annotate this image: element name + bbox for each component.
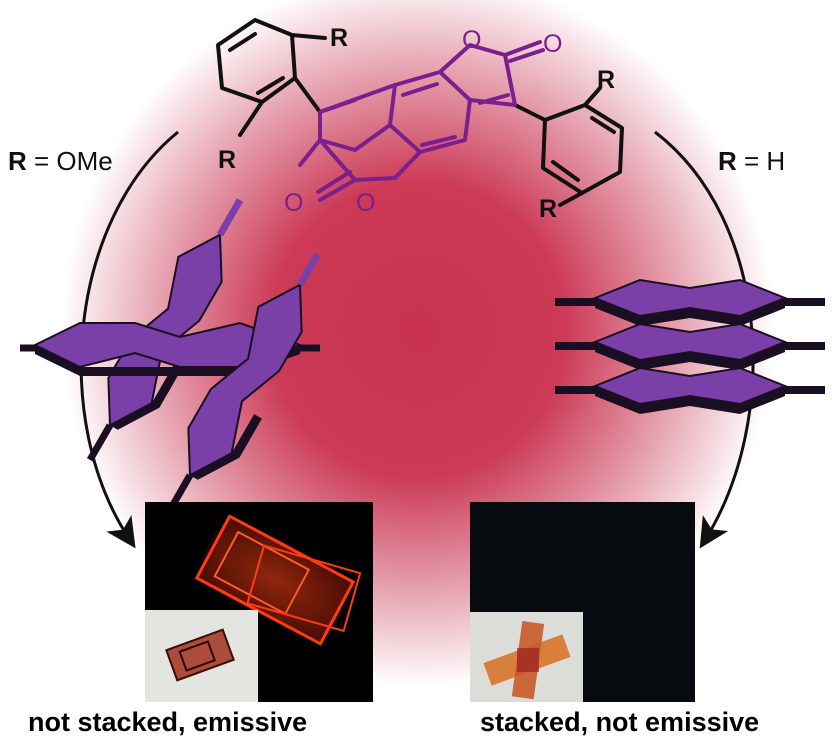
- left-crystal-plate-1: [194, 514, 356, 646]
- right-condition-value: = H: [744, 146, 786, 176]
- left-caption: not stacked, emissive: [28, 707, 308, 737]
- left-slab-3: [187, 283, 303, 477]
- right-condition-symbol: R: [718, 146, 737, 176]
- left-condition-label: R = OMe: [8, 146, 113, 177]
- left-slab-assembly: [20, 198, 321, 508]
- right-crystal-photo: [470, 502, 695, 702]
- right-caption: stacked, not emissive: [480, 707, 760, 737]
- atom-label-o-carbonyl-top: O: [543, 30, 562, 58]
- right-arrow: [654, 130, 755, 549]
- atom-label-r-bottom-right: R: [539, 195, 557, 223]
- atom-label-r-left: R: [218, 146, 236, 174]
- atom-label-r-top-right: R: [597, 66, 615, 94]
- right-condition-label: R = H: [718, 146, 785, 177]
- atom-label-o-ring-top: O: [462, 26, 481, 54]
- right-slab-stack: [555, 278, 825, 414]
- left-crystal-photo: [145, 502, 373, 702]
- atom-label-r-top-left: R: [330, 24, 348, 52]
- left-condition-value: = OMe: [34, 146, 113, 176]
- left-condition-symbol: R: [8, 146, 27, 176]
- atom-label-o-carbonyl-bottom: O: [284, 189, 303, 217]
- molecule-structure: [216, 18, 624, 207]
- atom-label-o-ring-bottom: O: [356, 189, 375, 217]
